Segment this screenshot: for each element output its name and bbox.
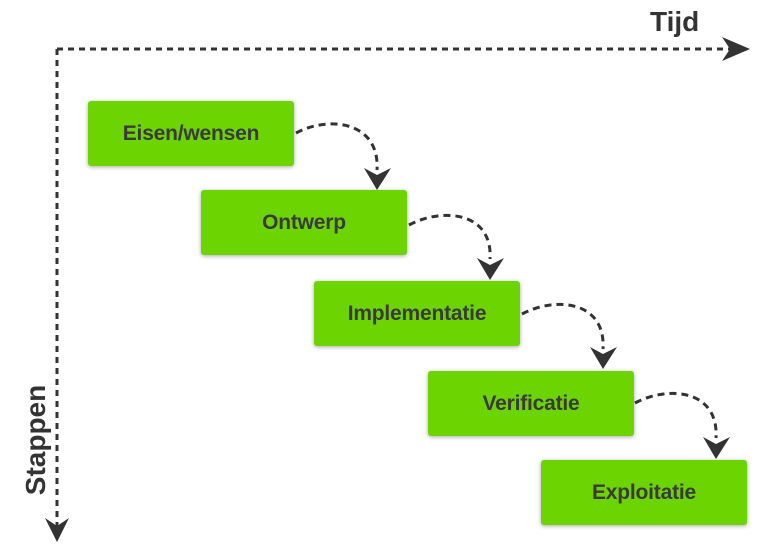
time-axis-label: Tijd <box>650 6 700 37</box>
step-label-requirements: Eisen/wensen <box>122 121 260 145</box>
step-box-design: Ontwerp <box>201 190 407 255</box>
time-axis-arrowhead <box>722 37 750 61</box>
steps-axis-label: Stappen <box>20 384 51 496</box>
connector-3-arrowhead <box>590 347 617 369</box>
step-box-exploitation: Exploitatie <box>541 460 747 525</box>
connector-1-arrowhead <box>364 168 391 190</box>
steps-axis-arrowhead <box>45 518 69 542</box>
step-label-design: Ontwerp <box>262 210 346 234</box>
step-box-requirements: Eisen/wensen <box>88 101 294 166</box>
connector-4 <box>634 391 718 439</box>
connector-4-arrowhead <box>703 437 730 459</box>
connector-3 <box>521 302 605 350</box>
step-label-exploitation: Exploitatie <box>592 480 696 504</box>
step-label-verification: Verificatie <box>482 391 580 415</box>
step-box-implementation: Implementatie <box>314 281 520 346</box>
connector-2-arrowhead <box>477 258 504 280</box>
step-box-verification: Verificatie <box>428 371 634 436</box>
step-label-implementation: Implementatie <box>347 301 487 325</box>
connector-2 <box>408 213 492 260</box>
connector-1 <box>295 122 379 171</box>
